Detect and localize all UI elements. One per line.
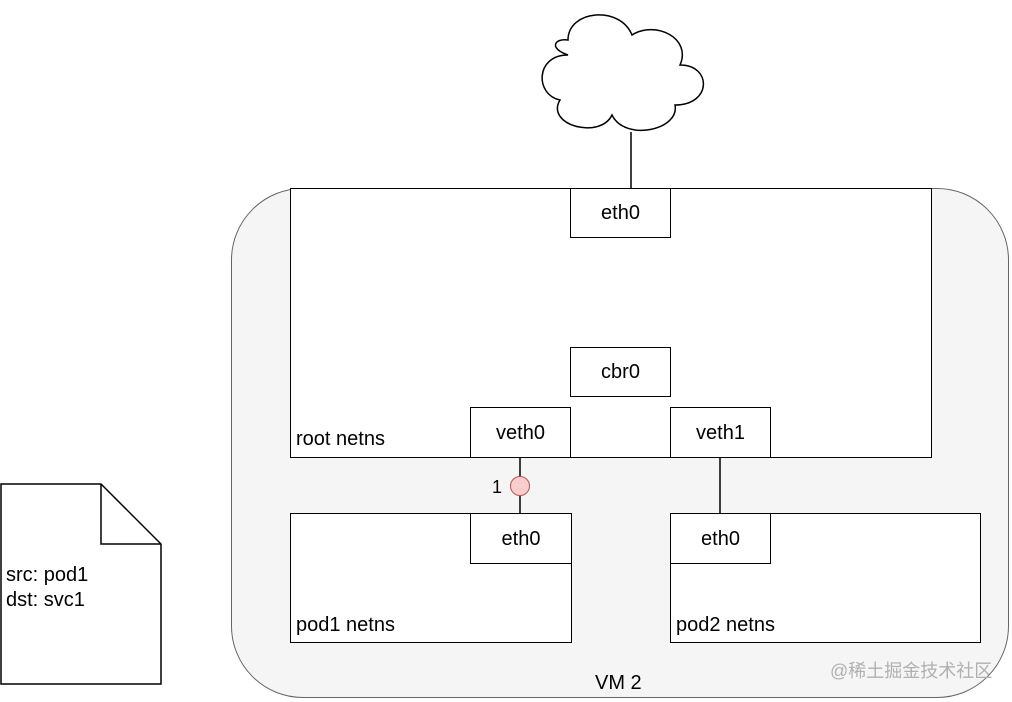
veth0-interface: veth0 (470, 407, 571, 458)
veth1-interface: veth1 (670, 407, 771, 458)
pod1-netns-label: pod1 netns (296, 614, 395, 636)
pod1-eth0-interface: eth0 (470, 513, 572, 564)
pod2-eth0-interface: eth0 (670, 513, 771, 564)
step-marker-dot (510, 476, 530, 496)
packet-dst: dst: svc1 (6, 589, 85, 611)
cloud-icon (541, 14, 705, 131)
watermark: @稀土掘金技术社区 (830, 661, 993, 681)
pod2-netns-label: pod2 netns (676, 614, 775, 636)
cbr0-bridge: cbr0 (570, 347, 671, 397)
packet-src: src: pod1 (6, 564, 89, 586)
vm-label: VM 2 (595, 672, 642, 694)
step-marker-number: 1 (492, 477, 503, 497)
root-eth0-interface: eth0 (570, 188, 671, 238)
root-netns-label: root netns (296, 428, 385, 450)
